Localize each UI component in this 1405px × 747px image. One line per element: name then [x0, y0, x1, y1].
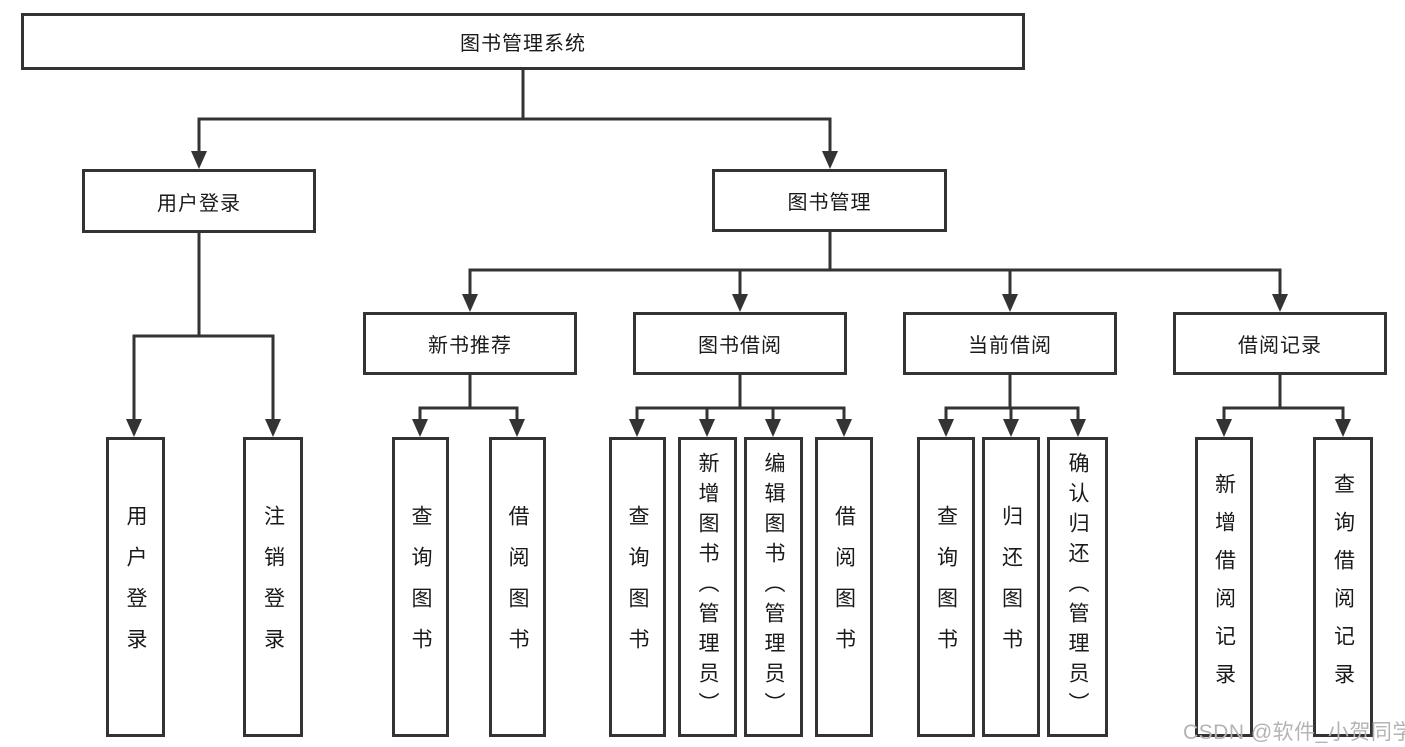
leaf-query-borrow-record: 查询借阅记录 [1313, 437, 1373, 737]
arrowhead [765, 419, 781, 437]
arrowhead [509, 419, 525, 437]
leaf-add-borrow-record: 新增借阅记录 [1195, 437, 1253, 737]
arrowhead [629, 419, 645, 437]
arrowhead [412, 419, 428, 437]
leaf-confirm-return-admin: 确认归还（管理员） [1047, 437, 1108, 737]
leaf-edit-books-admin-label: 编辑图书（管理员） [762, 452, 785, 722]
node-user-login: 用户登录 [82, 169, 316, 233]
leaf-return-books: 归还图书 [982, 437, 1040, 737]
leaf-recommend-borrow-books: 借阅图书 [489, 437, 546, 737]
node-book-management-label: 图书管理 [787, 192, 872, 214]
node-current-borrow-label: 当前借阅 [968, 335, 1052, 357]
arrowhead [836, 419, 852, 437]
leaf-confirm-return-admin-label: 确认归还（管理员） [1066, 452, 1089, 722]
leaf-borrow-query-books-label: 查询图书 [626, 505, 649, 669]
leaf-borrow-query-books: 查询图书 [609, 437, 666, 737]
node-new-book-recommend-label: 新书推荐 [428, 335, 512, 357]
leaf-return-books-label: 归还图书 [999, 505, 1023, 669]
leaf-current-query-books: 查询图书 [917, 437, 975, 737]
leaf-add-books-admin: 新增图书（管理员） [678, 437, 737, 737]
node-book-borrow-label: 图书借阅 [698, 335, 782, 357]
node-borrow-records: 借阅记录 [1173, 312, 1387, 375]
arrowhead [462, 294, 478, 312]
leaf-borrow-books-label: 借阅图书 [832, 505, 856, 669]
arrowhead [1002, 294, 1018, 312]
arrowhead [699, 419, 715, 437]
node-user-login-label: 用户登录 [157, 192, 241, 215]
arrowhead [822, 151, 838, 169]
leaf-add-books-admin-label: 新增图书（管理员） [696, 452, 719, 722]
leaf-current-query-books-label: 查询图书 [934, 505, 958, 669]
arrowhead [126, 419, 142, 437]
csdn-watermark: CSDN @软件_小贺同学 [1183, 721, 1405, 744]
node-book-management: 图书管理 [712, 169, 947, 232]
leaf-borrow-books: 借阅图书 [815, 437, 873, 737]
node-borrow-records-label: 借阅记录 [1238, 335, 1322, 357]
node-new-book-recommend: 新书推荐 [363, 312, 577, 375]
leaf-user-login: 用户登录 [106, 437, 165, 737]
arrowhead [1216, 419, 1232, 437]
arrowhead [1335, 419, 1351, 437]
node-book-borrow: 图书借阅 [633, 312, 847, 375]
arrowhead [1003, 419, 1019, 437]
leaf-edit-books-admin: 编辑图书（管理员） [744, 437, 803, 737]
leaf-recommend-query-books: 查询图书 [392, 437, 449, 737]
node-current-borrow: 当前借阅 [903, 312, 1117, 375]
leaf-recommend-borrow-books-label: 借阅图书 [506, 505, 529, 669]
leaf-user-login-label: 用户登录 [124, 505, 147, 669]
leaf-add-borrow-record-label: 新增借阅记录 [1212, 473, 1236, 701]
leaf-logout-label: 注销登录 [261, 505, 285, 669]
arrowhead [265, 419, 281, 437]
leaf-recommend-query-books-label: 查询图书 [409, 505, 432, 669]
arrowhead [191, 151, 207, 169]
node-root: 图书管理系统 [21, 13, 1025, 70]
arrowhead [1272, 294, 1288, 312]
arrowhead [1070, 419, 1086, 437]
leaf-logout: 注销登录 [243, 437, 303, 737]
node-root-label: 图书管理系统 [460, 33, 586, 55]
leaf-query-borrow-record-label: 查询借阅记录 [1331, 473, 1355, 701]
arrowhead [732, 294, 748, 312]
arrowhead [938, 419, 954, 437]
